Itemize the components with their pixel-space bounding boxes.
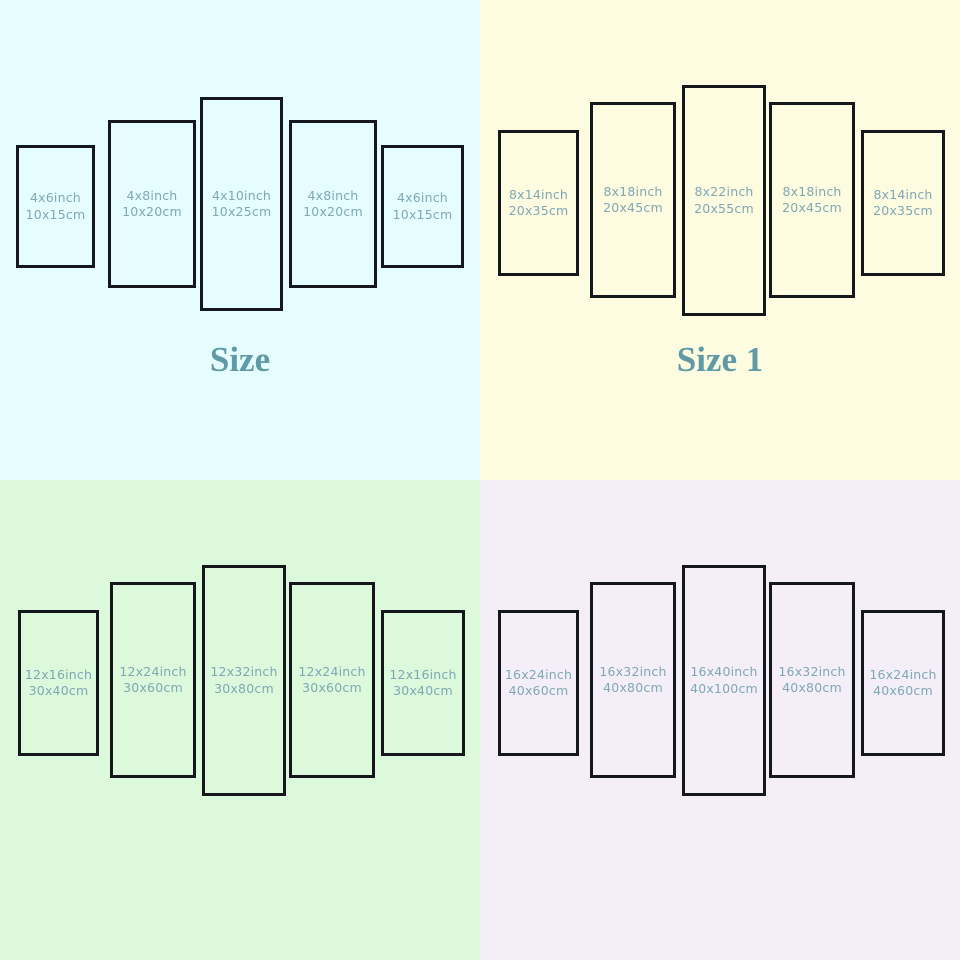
frame-group-size-2: 12x16inch 30x40cm 12x24inch 30x60cm 12x3…: [0, 480, 480, 840]
frame-label-inch: 16x32inch: [778, 663, 846, 679]
frame-panel-5[interactable]: 4x6inch 10x15cm: [381, 145, 464, 268]
frame-panel-2[interactable]: 4x8inch 10x20cm: [108, 120, 196, 288]
frame-panel-2[interactable]: 12x24inch 30x60cm: [110, 582, 196, 778]
frame-label: 4x6inch 10x15cm: [393, 190, 453, 223]
frame-panel-3[interactable]: 16x40inch 40x100cm: [682, 565, 766, 796]
frame-label-inch: 16x32inch: [599, 663, 667, 679]
frame-label-cm: 10x15cm: [392, 206, 453, 222]
frame-label: 12x24inch 30x60cm: [298, 664, 365, 697]
frame-label-cm: 40x100cm: [690, 680, 758, 696]
frame-panel-4[interactable]: 12x24inch 30x60cm: [289, 582, 375, 778]
frame-panel-2[interactable]: 16x32inch 40x80cm: [590, 582, 676, 778]
frame-label: 12x24inch 30x60cm: [119, 664, 186, 697]
frame-label-inch: 4x10inch: [211, 187, 272, 203]
frame-label: 8x14inch 20x35cm: [509, 187, 569, 220]
frame-label: 4x8inch 10x20cm: [122, 188, 182, 221]
frame-label-inch: 8x18inch: [603, 183, 663, 199]
frame-label-inch: 4x6inch: [30, 190, 81, 206]
frame-label-inch: 4x8inch: [307, 187, 359, 203]
frame-label-cm: 30x60cm: [123, 680, 183, 695]
frame-label: 4x8inch 10x20cm: [303, 188, 363, 221]
frame-panel-1[interactable]: 16x24inch 40x60cm: [498, 610, 579, 756]
frame-label-cm: 30x40cm: [28, 683, 89, 698]
frame-panel-4[interactable]: 16x32inch 40x80cm: [769, 582, 855, 778]
frame-panel-3[interactable]: 12x32inch 30x80cm: [202, 565, 286, 796]
frame-label: 12x16inch 30x40cm: [25, 667, 92, 700]
frame-label-inch: 8x14inch: [873, 186, 933, 202]
frame-panel-5[interactable]: 12x16inch 30x40cm: [381, 610, 465, 756]
frame-label-cm: 20x55cm: [694, 200, 754, 216]
frame-panel-4[interactable]: 8x18inch 20x45cm: [769, 102, 855, 298]
frame-label-cm: 20x35cm: [508, 203, 569, 218]
frame-label-inch: 16x24inch: [869, 666, 937, 682]
frame-label-cm: 10x20cm: [122, 204, 182, 219]
frame-label-inch: 12x32inch: [210, 664, 278, 680]
frame-label: 16x40inch 40x100cm: [690, 664, 758, 697]
frame-label: 8x18inch 20x45cm: [782, 184, 842, 217]
frame-label-cm: 10x15cm: [25, 206, 86, 222]
frame-label: 16x24inch 40x60cm: [869, 667, 936, 700]
frame-label-inch: 12x24inch: [119, 663, 187, 679]
frame-label: 8x18inch 20x45cm: [603, 184, 663, 217]
frame-label: 4x6inch 10x15cm: [26, 190, 86, 223]
frame-panel-5[interactable]: 8x14inch 20x35cm: [861, 130, 945, 276]
quadrant-title-size-1: Size 1: [676, 340, 764, 379]
frame-label-inch: 8x22inch: [694, 184, 754, 200]
frame-label-inch: 16x24inch: [504, 666, 573, 682]
frame-group-size-1: 8x14inch 20x35cm 8x18inch 20x45cm 8x22in…: [480, 0, 960, 360]
frame-label-cm: 40x80cm: [782, 680, 842, 695]
frame-panel-4[interactable]: 4x8inch 10x20cm: [289, 120, 377, 288]
frame-group-size: 4x6inch 10x15cm 4x8inch 10x20cm 4x10inch…: [0, 0, 480, 360]
quadrant-size-2: 12x16inch 30x40cm 12x24inch 30x60cm 12x3…: [0, 480, 480, 960]
frame-label-cm: 20x45cm: [782, 200, 842, 215]
frame-panel-1[interactable]: 8x14inch 20x35cm: [498, 130, 579, 276]
frame-label: 12x32inch 30x80cm: [210, 664, 277, 697]
quadrant-title-size: Size: [209, 340, 271, 379]
frame-label-cm: 10x20cm: [303, 204, 363, 219]
frame-label-inch: 12x16inch: [389, 666, 457, 682]
frame-label-inch: 4x6inch: [397, 190, 448, 206]
frame-label: 8x22inch 20x55cm: [694, 184, 754, 217]
frame-label-cm: 20x45cm: [603, 200, 663, 215]
frame-label: 16x32inch 40x80cm: [778, 664, 845, 697]
quadrant-size: 4x6inch 10x15cm 4x8inch 10x20cm 4x10inch…: [0, 0, 480, 480]
frame-label-inch: 12x24inch: [298, 663, 366, 679]
frame-label-inch: 4x8inch: [126, 187, 178, 203]
frame-label-cm: 30x40cm: [393, 683, 453, 698]
quadrant-size-3: 16x24inch 40x60cm 16x32inch 40x80cm 16x4…: [480, 480, 960, 960]
frame-label-cm: 40x80cm: [603, 680, 663, 695]
frame-label: 4x10inch 10x25cm: [212, 188, 272, 221]
frame-label-cm: 40x60cm: [508, 683, 569, 698]
frame-label-cm: 10x25cm: [211, 204, 272, 219]
frame-label-cm: 40x60cm: [873, 683, 933, 698]
frame-label-cm: 30x60cm: [302, 680, 362, 695]
frame-label-inch: 8x14inch: [508, 186, 569, 202]
frame-panel-1[interactable]: 12x16inch 30x40cm: [18, 610, 99, 756]
frame-panel-3[interactable]: 4x10inch 10x25cm: [200, 97, 283, 311]
frame-label-inch: 12x16inch: [24, 666, 93, 682]
frame-label: 12x16inch 30x40cm: [389, 667, 456, 700]
frame-label: 8x14inch 20x35cm: [873, 187, 933, 220]
frame-label-inch: 16x40inch: [690, 664, 758, 680]
frame-panel-2[interactable]: 8x18inch 20x45cm: [590, 102, 676, 298]
frame-label: 16x24inch 40x60cm: [505, 667, 572, 700]
frame-label-cm: 30x80cm: [214, 680, 274, 696]
frame-label: 16x32inch 40x80cm: [599, 664, 666, 697]
frame-group-size-3: 16x24inch 40x60cm 16x32inch 40x80cm 16x4…: [480, 480, 960, 840]
frame-panel-3[interactable]: 8x22inch 20x55cm: [682, 85, 766, 316]
frame-panel-5[interactable]: 16x24inch 40x60cm: [861, 610, 945, 756]
frame-panel-1[interactable]: 4x6inch 10x15cm: [16, 145, 95, 268]
frame-label-cm: 20x35cm: [873, 203, 933, 218]
frame-label-inch: 8x18inch: [782, 183, 842, 199]
quadrant-size-1: 8x14inch 20x35cm 8x18inch 20x45cm 8x22in…: [480, 0, 960, 480]
